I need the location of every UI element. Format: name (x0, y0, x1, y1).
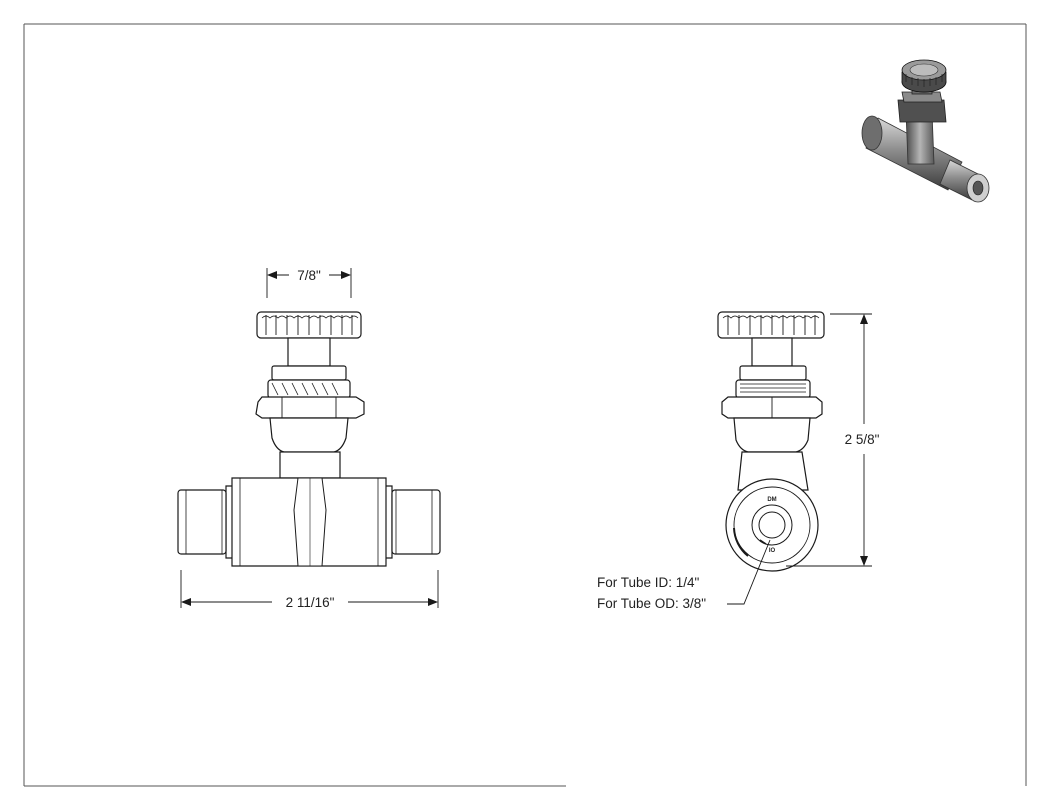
side-hex-nut (721, 396, 823, 419)
sheet-frame (23, 23, 1027, 787)
iso-handwheel (901, 59, 947, 93)
isometric-render (861, 59, 990, 203)
dimension-overall-length (180, 570, 439, 608)
dimension-overall-height (786, 313, 872, 567)
port-mark-bottom: IO (769, 548, 776, 554)
front-handwheel (256, 311, 362, 339)
side-neck (737, 451, 809, 491)
side-port-face (725, 478, 819, 572)
side-handwheel (717, 311, 825, 339)
tube-id-label: For Tube ID: 1/4" (597, 575, 700, 590)
front-bonnet (269, 417, 349, 453)
front-body (225, 477, 393, 567)
tube-od-label: For Tube OD: 3/8" (597, 596, 706, 611)
side-threaded-collar (735, 365, 811, 399)
dimension-handle-width-label: 7/8" (297, 268, 321, 283)
front-right-connector (391, 489, 441, 555)
dimension-handle-width (266, 268, 352, 298)
iso-stem (897, 79, 947, 165)
tube-callout-leader (727, 539, 771, 605)
front-hex-nut (255, 396, 365, 419)
dimension-overall-length-label: 2 11/16" (286, 595, 335, 610)
side-bonnet (733, 417, 811, 453)
front-neck (279, 451, 341, 479)
front-view (177, 311, 441, 567)
side-view (717, 311, 825, 572)
front-left-connector (177, 489, 227, 555)
front-threaded-collar (267, 365, 351, 399)
front-stem (287, 337, 331, 367)
side-stem (751, 337, 793, 367)
port-mark-top: DM (767, 497, 776, 503)
dimension-overall-height-label: 2 5/8" (845, 432, 880, 447)
